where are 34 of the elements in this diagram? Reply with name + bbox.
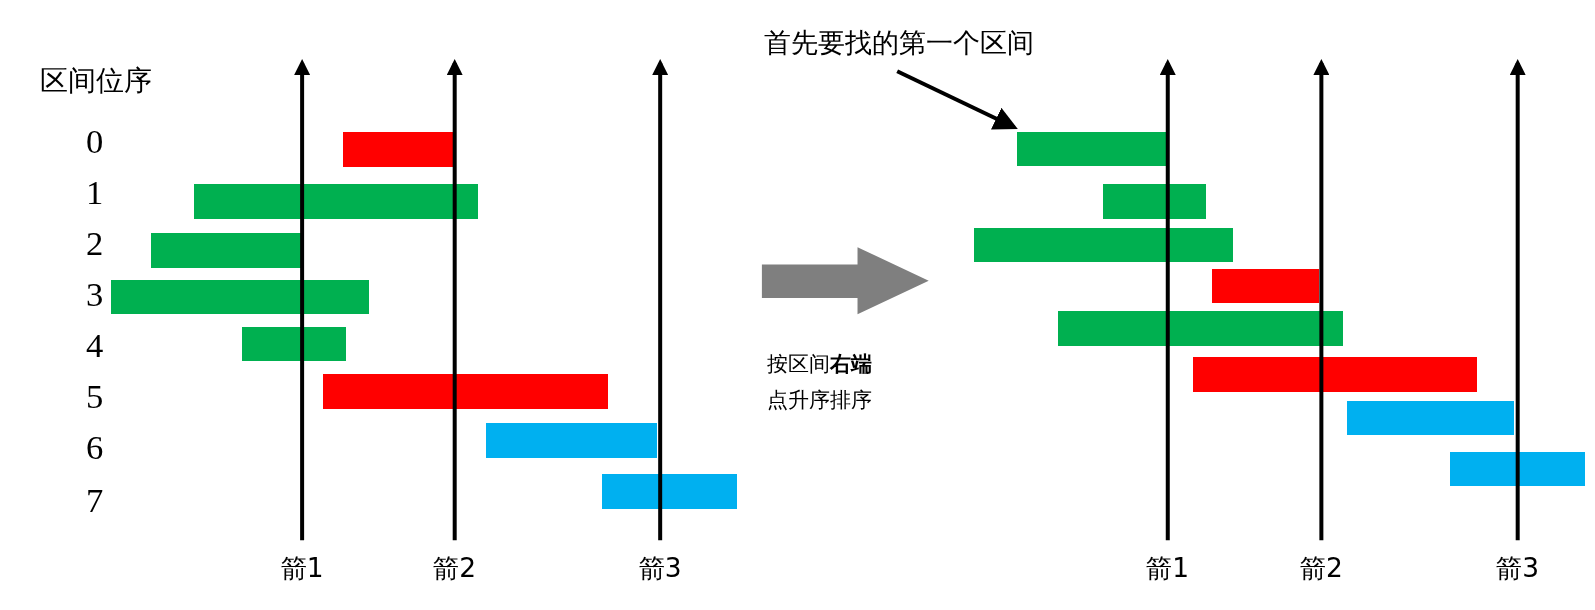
leader-arrow	[896, 69, 1018, 130]
arrow-label: 箭2	[1299, 551, 1343, 584]
row-index: 7	[85, 480, 104, 522]
row-index: 0	[85, 121, 104, 163]
arrow-label: 箭2	[433, 551, 477, 584]
arrow-label: 箭1	[1146, 551, 1190, 584]
interval-bar	[1017, 132, 1166, 166]
row-index: 6	[85, 426, 104, 468]
interval-bar	[1346, 400, 1514, 436]
interval-bar	[486, 423, 658, 458]
interval-bar	[110, 279, 370, 315]
interval-bar	[150, 232, 302, 268]
column-heading: 区间位序	[39, 64, 152, 99]
row-index: 3	[85, 274, 104, 316]
row-index: 1	[85, 172, 104, 214]
interval-bar	[342, 132, 453, 167]
sort-note: 按区间右端点升序排序	[767, 350, 873, 414]
arrow-label: 箭1	[280, 551, 324, 584]
interval-bar	[1102, 184, 1207, 219]
interval-bar	[1449, 451, 1585, 487]
row-index: 2	[85, 223, 104, 265]
interval-bar	[1057, 311, 1343, 346]
row-index: 5	[85, 375, 104, 417]
row-index: 4	[85, 325, 104, 367]
interval-bar	[1193, 357, 1477, 392]
arrow-label: 箭3	[1496, 551, 1540, 584]
interval-bar	[194, 184, 479, 219]
interval-bar	[323, 374, 609, 409]
interval-bar	[1211, 268, 1320, 304]
interval-bar	[974, 227, 1233, 263]
interval-bar	[242, 326, 346, 362]
arrow-label: 箭3	[638, 551, 682, 584]
callout-text: 首先要找的第一个区间	[764, 26, 1035, 60]
interval-bar	[602, 474, 738, 509]
